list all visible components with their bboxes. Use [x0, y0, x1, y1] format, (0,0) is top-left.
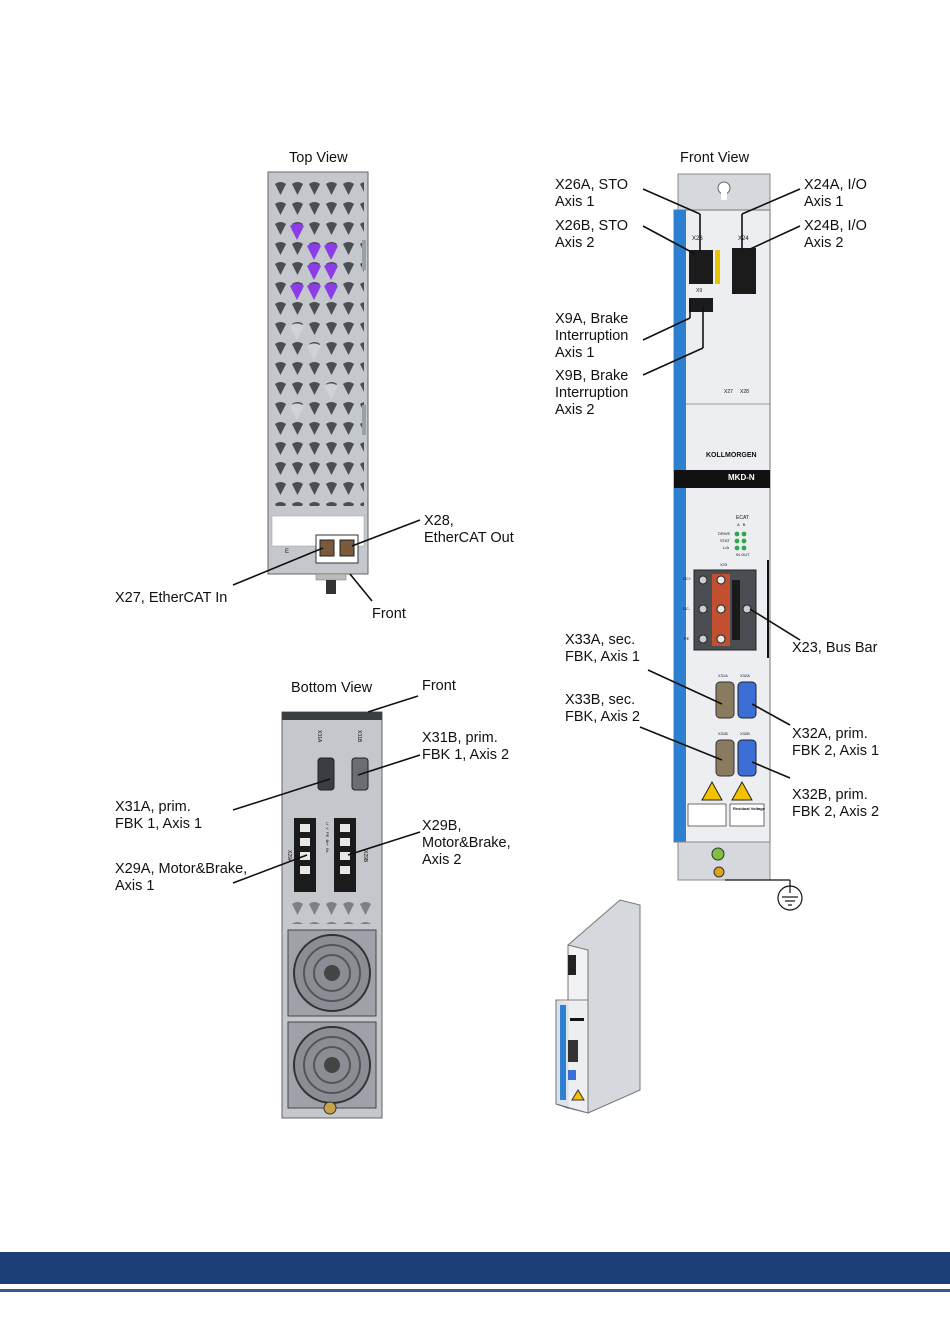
label-front-top: Front	[372, 606, 406, 622]
x31b-tag: X31B	[718, 731, 728, 736]
lk-tag: L/A	[723, 545, 730, 550]
dcp-tag: DC+	[683, 576, 692, 581]
ecat-ab-tag: A B	[737, 522, 746, 527]
label-x31b: X31B, prim. FBK 1, Axis 2	[422, 730, 510, 763]
label-front-bottom: Front	[422, 678, 456, 694]
label-x33b: X33B, sec. FBK, Axis 2	[565, 692, 640, 725]
label-x26b: X26B, STO Axis 2	[555, 218, 629, 251]
label-x28: X28, EtherCAT Out	[424, 513, 514, 546]
x26-tag: X26	[692, 236, 703, 242]
x28-tag: X28	[740, 389, 749, 395]
label-x9b: X9B, Brake Interruption Axis 2	[555, 368, 629, 418]
label-x32b: X32B, prim. FBK 2, Axis 2	[792, 787, 880, 820]
top-view-device: E	[267, 171, 369, 594]
bottom-x31a-tag: X31A	[316, 730, 322, 743]
ecat-tag: ECAT	[736, 515, 749, 521]
label-x24a: X24A, I/O Axis 1	[804, 177, 867, 210]
model-label: MKD-N	[728, 473, 755, 482]
leader-lines	[232, 188, 801, 884]
label-x33a: X33A, sec. FBK, Axis 1	[565, 632, 640, 665]
top-view-title: Top View	[289, 150, 348, 166]
label-x31a: X31A, prim. FBK 1, Axis 1	[115, 799, 203, 832]
bottom-x29a-tag: X29A	[286, 850, 292, 863]
label-x29b: X29B, Motor&Brake, Axis 2	[422, 818, 511, 868]
residual-voltage-tag: Residual Voltage	[733, 806, 765, 811]
x31a-tag: X31A	[718, 673, 728, 678]
bottom-x31b-tag: X31B	[356, 730, 362, 743]
iso-view-device	[555, 899, 641, 1114]
drive-tag: DRIVE	[718, 531, 731, 536]
label-x32a: X32A, prim. FBK 2, Axis 1	[792, 726, 880, 759]
stat-tag: STAT	[720, 538, 730, 543]
front-view-title: Front View	[680, 150, 750, 166]
label-x23: X23, Bus Bar	[792, 640, 878, 656]
brand-label: KOLLMORGEN	[706, 452, 757, 459]
svg-text:E: E	[285, 549, 289, 555]
label-x27: X27, EtherCAT In	[115, 590, 228, 606]
bottom-x29b-tag: X29B	[362, 850, 368, 863]
label-x26a: X26A, STO Axis 1	[555, 177, 629, 210]
dcm-tag: DC-	[683, 606, 691, 611]
inout-tag: IN OUT	[736, 552, 750, 557]
footer-line	[0, 1289, 950, 1292]
x32a-tag: X32A	[740, 673, 750, 678]
x23-tag: X23	[720, 562, 728, 567]
x24-tag: X24	[738, 236, 749, 242]
front-view-device	[673, 173, 803, 911]
pe-tag: PE	[684, 636, 690, 641]
label-x29a: X29A, Motor&Brake, Axis 1	[115, 861, 248, 894]
label-x9a: X9A, Brake Interruption Axis 1	[555, 311, 629, 361]
x9-tag: X9	[696, 288, 703, 294]
x32b-tag: X32B	[740, 731, 750, 736]
terminal-tags: U V PE Br+ Br-	[325, 822, 330, 854]
bottom-view-device	[281, 711, 383, 1119]
bottom-view-title: Bottom View	[291, 680, 373, 696]
x27-tag: X27	[724, 389, 733, 395]
footer-band	[0, 1252, 950, 1284]
label-x24b: X24B, I/O Axis 2	[804, 218, 867, 251]
